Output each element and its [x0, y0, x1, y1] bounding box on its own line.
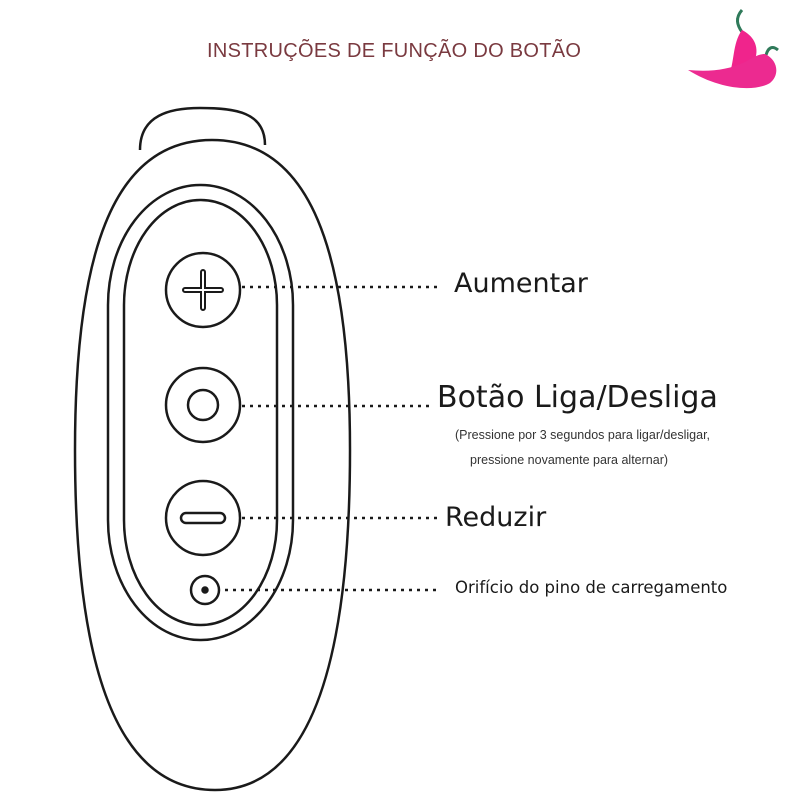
leader-lines	[225, 285, 442, 592]
decrease-label: Reduzir	[445, 502, 547, 533]
power-note-line1: (Pressione por 3 segundos para ligar/des…	[455, 428, 711, 442]
remote-body	[73, 106, 352, 792]
page-title: INSTRUÇÕES DE FUNÇÃO DO BOTÃO	[207, 40, 582, 62]
power-button[interactable]	[164, 366, 242, 444]
charging-port-label: Orifício do pino de carregamento	[455, 578, 728, 597]
increase-label: Aumentar	[454, 268, 588, 299]
power-label: Botão Liga/Desliga	[437, 380, 718, 415]
chili-logo	[688, 9, 779, 89]
charging-port	[189, 574, 221, 606]
increase-button[interactable]	[164, 251, 242, 329]
decrease-button[interactable]	[164, 479, 242, 557]
power-note-line2: pressione novamente para alternar)	[470, 453, 669, 467]
